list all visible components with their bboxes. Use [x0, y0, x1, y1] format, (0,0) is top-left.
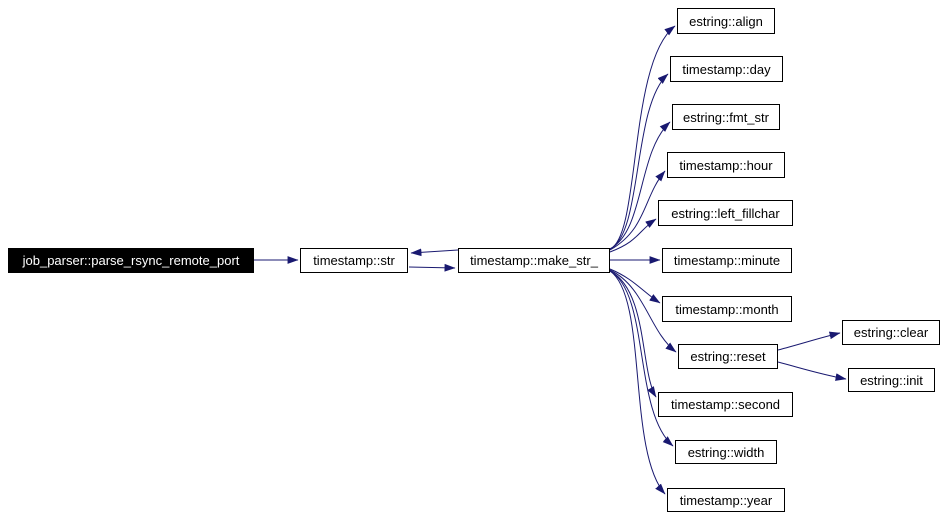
edge-make-str-to-reset	[609, 269, 677, 353]
node-timestamp-year[interactable]: timestamp::year	[667, 488, 785, 512]
node-estring-left-fillchar[interactable]: estring::left_fillchar	[658, 200, 793, 226]
node-estring-clear[interactable]: estring::clear	[842, 320, 940, 345]
edge-reset-to-init	[777, 361, 847, 381]
edge-make-str-to-width	[609, 270, 674, 447]
edge-make-str-to-fmt-str	[609, 121, 671, 250]
node-estring-init[interactable]: estring::init	[848, 368, 935, 392]
edge-make-str-to-year	[609, 270, 666, 495]
node-timestamp-minute[interactable]: timestamp::minute	[662, 248, 792, 273]
node-estring-fmt-str[interactable]: estring::fmt_str	[672, 104, 780, 130]
edge-make-str-to-align	[609, 25, 676, 250]
node-estring-align[interactable]: estring::align	[677, 8, 775, 34]
node-job-parser-parse-rsync-remote-port: job_parser::parse_rsync_remote_port	[8, 248, 254, 273]
node-estring-reset[interactable]: estring::reset	[678, 344, 778, 369]
node-timestamp-second[interactable]: timestamp::second	[658, 392, 793, 417]
edge-make-str-to-hour	[609, 170, 666, 251]
node-timestamp-day[interactable]: timestamp::day	[670, 56, 783, 82]
edge-make-str-to-day	[609, 73, 669, 250]
edge-make-str-to-str	[410, 248, 459, 257]
node-timestamp-str[interactable]: timestamp::str	[300, 248, 408, 273]
node-estring-width[interactable]: estring::width	[675, 440, 777, 464]
node-timestamp-month[interactable]: timestamp::month	[662, 296, 792, 322]
edge-make-str-to-left-fillchar	[609, 218, 657, 253]
node-timestamp-make-str[interactable]: timestamp::make_str_	[458, 248, 610, 273]
edge-str-to-make-str	[408, 263, 456, 272]
edge-make-str-to-month	[609, 268, 661, 304]
edge-reset-to-clear	[777, 331, 841, 351]
node-timestamp-hour[interactable]: timestamp::hour	[667, 152, 785, 178]
edge-make-str-to-second	[609, 270, 657, 398]
